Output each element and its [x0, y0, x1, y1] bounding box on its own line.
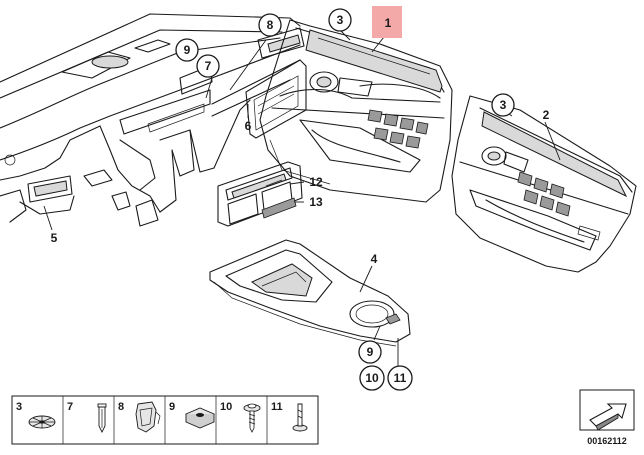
callout-9a-label: 9: [184, 43, 191, 57]
rear-door-trim-panel: [451, 95, 637, 273]
legend-item-7: 7: [67, 401, 107, 434]
callout-2: 2: [543, 108, 550, 122]
callout-4: 4: [371, 252, 378, 266]
legend-item-7-number: 7: [67, 401, 73, 413]
callout-3a-label: 3: [337, 13, 344, 27]
callout-8a-label: 8: [267, 18, 274, 32]
bracket-clip-icon: [135, 401, 161, 433]
callout-11-label: 11: [394, 371, 407, 385]
callout-3a: 3: [328, 8, 352, 32]
callout-9a: 9: [175, 38, 199, 62]
callout-1-label: 1: [385, 16, 392, 30]
callout-4-label: 4: [371, 252, 378, 266]
document-number: 00162112: [587, 436, 627, 446]
callout-10-label: 10: [365, 371, 379, 385]
callout-6-label: 6: [245, 119, 252, 133]
callout-2-label: 2: [543, 108, 550, 122]
legend-item-8-number: 8: [118, 401, 124, 413]
switch-bezel: [217, 161, 303, 227]
callout-6: 6: [245, 119, 252, 133]
callout-9b: 9: [358, 340, 382, 364]
push-pin-icon: [292, 403, 308, 432]
dashboard-illustration: [0, 13, 305, 227]
legend-item-3-number: 3: [16, 401, 22, 413]
callout-11: 11: [387, 365, 413, 391]
callout-12-label: 12: [309, 175, 323, 189]
leader-lines: [43, 29, 561, 366]
front-door-trim-panel: [259, 19, 453, 203]
callout-8a: 8: [258, 13, 282, 37]
callout-7a-label: 7: [205, 59, 212, 73]
fastener-legend: 3 7 8 9: [11, 395, 319, 445]
callout-12: 12: [309, 175, 323, 189]
legend-item-3: 3: [16, 401, 56, 429]
legend-item-8: 8: [118, 401, 161, 433]
callout-3b-label: 3: [500, 98, 507, 112]
legend-item-11-number: 11: [271, 401, 283, 413]
clip-round-icon: [28, 415, 56, 429]
screw-washer-icon: [243, 403, 261, 433]
callout-10: 10: [359, 365, 385, 391]
callout-9b-label: 9: [367, 345, 374, 359]
expansion-rivet-icon: [97, 403, 107, 434]
center-console-trim: [209, 239, 411, 347]
callout-5: 5: [51, 231, 58, 245]
callout-5-label: 5: [51, 231, 58, 245]
legend-item-11: 11: [271, 401, 308, 432]
square-nut-clip-icon: [184, 407, 216, 429]
callout-13-label: 13: [309, 195, 323, 209]
legend-item-9: 9: [169, 401, 216, 429]
callout-1-highlight: [372, 6, 402, 38]
legend-item-10: 10: [220, 401, 261, 433]
legend-item-10-number: 10: [220, 401, 232, 413]
callout-3b: 3: [491, 93, 515, 117]
orientation-arrow-icon: [579, 389, 635, 431]
callout-7a: 7: [196, 54, 220, 78]
callout-1: 1: [372, 6, 402, 38]
callout-13: 13: [309, 195, 323, 209]
legend-item-9-number: 9: [169, 401, 175, 413]
